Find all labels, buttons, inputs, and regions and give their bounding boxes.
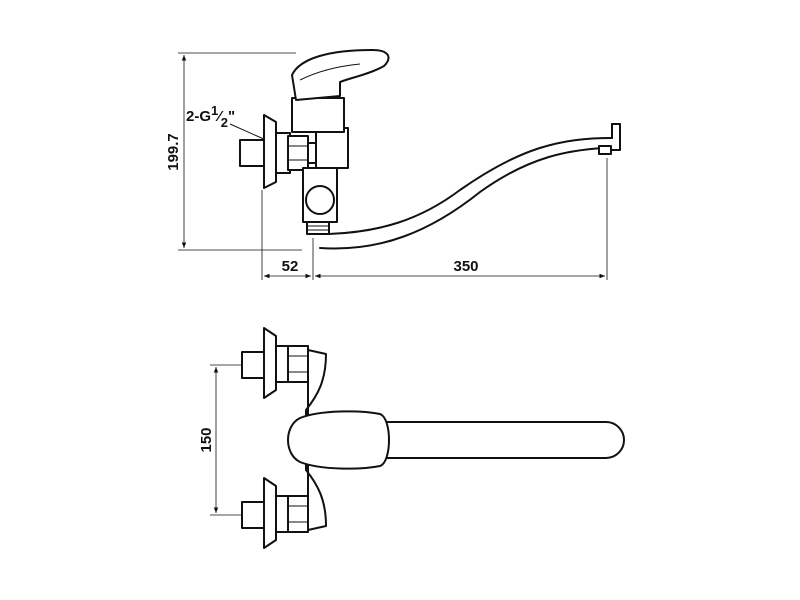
inlet-spacing-dimension: 150 [198,364,248,516]
height-dimension-label: 199.7 [165,133,182,171]
top-handle-spout [287,410,625,470]
wall-connector [239,114,317,189]
thread-callout: 2-G1⁄2" [186,103,267,141]
height-dimension: 199.7 [165,52,302,251]
reach-dimensions: 52 350 [261,158,608,280]
spout-reach-label: 350 [453,258,478,275]
inlet-offset-label: 52 [282,258,299,275]
spout [319,123,621,250]
lower-connector [241,477,309,549]
mixer-body [291,49,390,235]
upper-connector [241,327,309,399]
side-view: 199.7 2-G1⁄2" [165,49,621,280]
top-mixer-body [305,349,327,531]
inlet-spacing-label: 150 [198,427,215,452]
thread-label: 2-G1⁄2" [186,103,235,130]
top-view: 150 [198,327,625,549]
